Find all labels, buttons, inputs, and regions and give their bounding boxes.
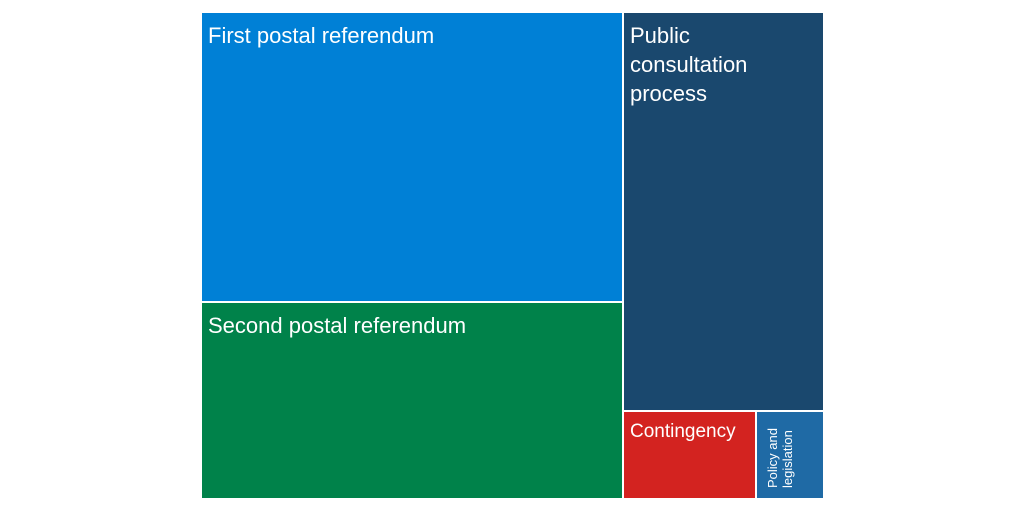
tile-first-postal-referendum[interactable]: First postal referendum bbox=[202, 13, 622, 301]
tile-label: First postal referendum bbox=[208, 23, 435, 48]
tile-policy-and-legislation[interactable]: Policy and legislation bbox=[757, 412, 823, 498]
tile-label: Public consultation process bbox=[630, 23, 748, 106]
treemap-chart: First postal referendum Second postal re… bbox=[202, 13, 823, 498]
tile-second-postal-referendum[interactable]: Second postal referendum bbox=[202, 303, 622, 498]
tile-public-consultation-process[interactable]: Public consultation process bbox=[624, 13, 823, 410]
tile-label: Second postal referendum bbox=[208, 313, 467, 338]
tile-label: Contingency bbox=[630, 421, 736, 442]
tile-contingency[interactable]: Contingency bbox=[624, 412, 755, 498]
tile-label: Policy and legislation bbox=[765, 428, 795, 488]
